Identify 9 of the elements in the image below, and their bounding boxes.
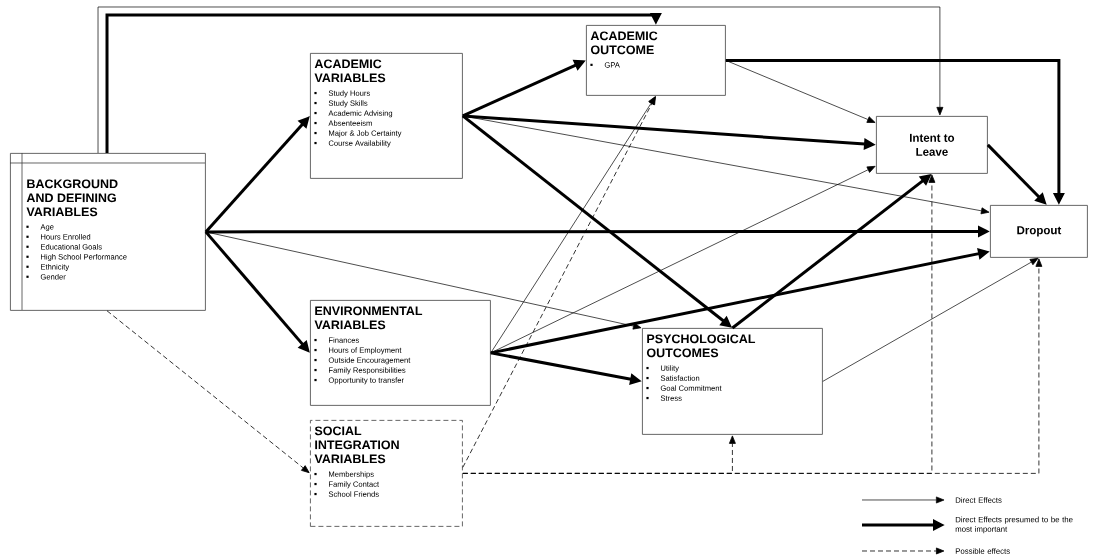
arrow	[106, 310, 310, 474]
arrow	[462, 96, 656, 468]
concept-box: Dropout	[990, 205, 1088, 258]
arrow	[490, 96, 656, 354]
concept-box: Intent to Leave	[876, 116, 988, 174]
arrow	[462, 258, 1043, 474]
arrow	[97, 6, 944, 154]
arrow	[105, 12, 662, 153]
arrow	[822, 257, 1039, 382]
